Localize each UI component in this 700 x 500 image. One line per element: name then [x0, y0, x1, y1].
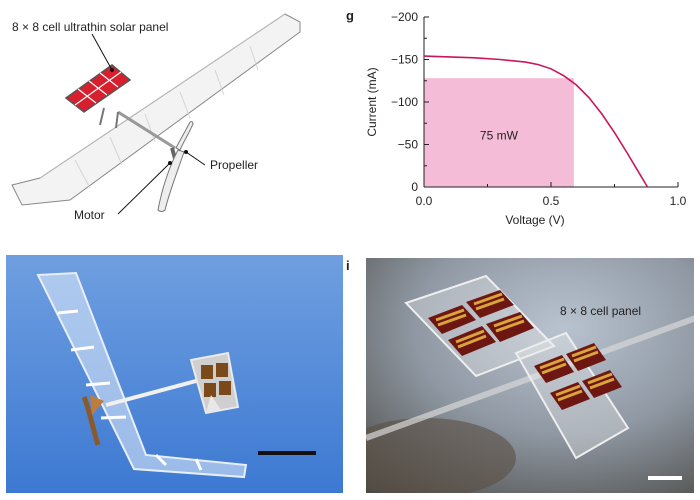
x-tick-label: 1.0	[670, 194, 687, 208]
glider-in-flight	[36, 271, 248, 479]
propeller-drawing	[157, 121, 194, 212]
y-tick-label: −200	[391, 10, 418, 24]
glider-drawing	[11, 13, 301, 215]
scale-bar-panel-photo	[648, 476, 682, 480]
cell-panel-label: 8 × 8 cell panel	[560, 304, 642, 318]
solar-panel-drawing	[64, 64, 132, 113]
power-rectangle	[424, 78, 574, 187]
x-axis-label: Voltage (V)	[505, 213, 564, 227]
cell-panel-module-upper	[404, 274, 556, 378]
iv-curve-line	[423, 55, 649, 188]
panel-g-letter: g	[346, 8, 354, 23]
panel-f-glider-illustration: 8 × 8 cell ultrathin solar panel Propell…	[0, 0, 350, 240]
y-tick-label: −100	[391, 95, 418, 109]
x-tick-label: 0.5	[543, 194, 560, 208]
cell-panel-photo	[366, 258, 694, 493]
x-tick-label: 0.0	[416, 194, 433, 208]
cell-panel-module-lower	[514, 331, 630, 460]
panel-i-letter: i	[346, 258, 350, 273]
y-tick-label: 0	[411, 180, 418, 194]
motor-label: Motor	[74, 208, 105, 222]
scale-bar-flight-photo	[258, 451, 316, 455]
solar-panel-label: 8 × 8 cell ultrathin solar panel	[12, 20, 169, 34]
panel-i-panel-photo: 8 × 8 cell panel	[366, 258, 694, 493]
propeller-label: Propeller	[210, 158, 259, 172]
power-annotation-label: 75 mW	[480, 129, 519, 143]
y-tick-label: −50	[398, 138, 419, 152]
y-tick-label: −150	[391, 53, 418, 67]
panel-h-flight-photo	[6, 255, 343, 493]
flight-photo	[6, 255, 343, 493]
y-axis-label: Current (mA)	[365, 67, 379, 136]
